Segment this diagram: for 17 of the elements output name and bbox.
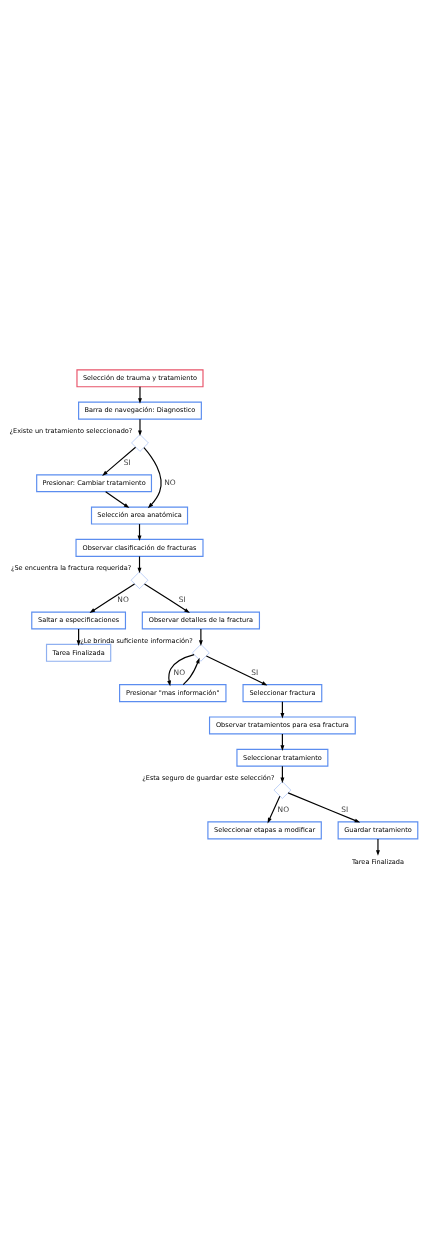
- arrow: [89, 583, 136, 613]
- arrow: [138, 386, 142, 404]
- arrow: [167, 654, 195, 687]
- arrow: [376, 838, 380, 856]
- arrow: [143, 583, 190, 613]
- arrow: [105, 491, 130, 509]
- arrow: [267, 795, 281, 824]
- arrow: [287, 792, 361, 823]
- arrow: [143, 447, 162, 509]
- arrow: [182, 657, 200, 686]
- arrow: [205, 655, 268, 686]
- arrow: [198, 628, 203, 646]
- node-diamond: [131, 434, 149, 452]
- node-diamond: [273, 781, 292, 799]
- arrow: [102, 446, 137, 476]
- arrow: [138, 418, 142, 437]
- node-diamond: [130, 571, 149, 589]
